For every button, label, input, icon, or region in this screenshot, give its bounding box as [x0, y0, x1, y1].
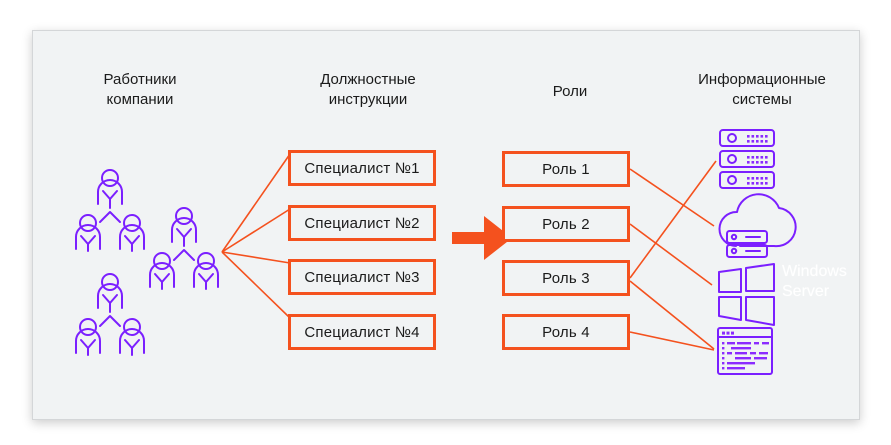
column-title-roles: Роли: [552, 83, 588, 100]
windows-server-label: Windows Server: [782, 263, 847, 300]
specialist-box-1[interactable]: Специалист №1: [288, 150, 436, 186]
specialist-box-3[interactable]: Специалист №3: [288, 259, 436, 295]
role-box-1[interactable]: Роль 1: [502, 151, 630, 187]
role-box-2[interactable]: Роль 2: [502, 206, 630, 242]
specialist-box-4[interactable]: Специалист №4: [288, 314, 436, 350]
column-title-job-descriptions: Должностные инструкции: [320, 71, 416, 108]
role-box-4[interactable]: Роль 4: [502, 314, 630, 350]
column-title-employees: Работники компании: [103, 71, 177, 108]
role-box-3[interactable]: Роль 3: [502, 260, 630, 296]
column-title-information-systems: Информационные системы: [698, 71, 826, 108]
specialist-box-2[interactable]: Специалист №2: [288, 205, 436, 241]
